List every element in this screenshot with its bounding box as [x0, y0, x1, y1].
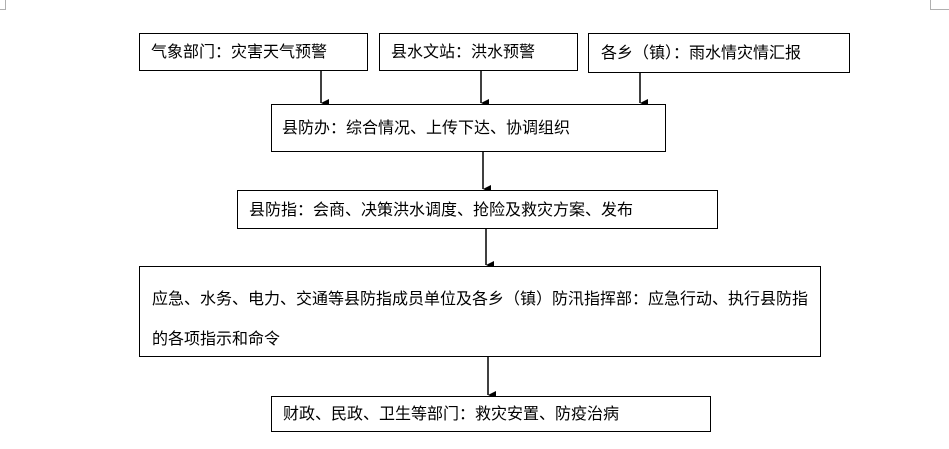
- node-townships-label: 各乡（镇）：雨水情灾情汇报: [601, 43, 802, 62]
- node-member-units-label: 应急、水务、电力、交通等县防指成员单位及各乡（镇）防汛指挥部：应急行动、执行县防…: [152, 289, 809, 348]
- node-hydrology-station-label: 县水文站：洪水预警: [391, 42, 536, 61]
- page-corner-mark-right-h: [930, 9, 949, 10]
- node-weather-dept: 气象部门：灾害天气预警: [139, 33, 368, 71]
- node-member-units: 应急、水务、电力、交通等县防指成员单位及各乡（镇）防汛指挥部：应急行动、执行县防…: [139, 266, 821, 357]
- node-relief-departments-label: 财政、民政、卫生等部门：救灾安置、防疫治病: [283, 404, 620, 423]
- node-relief-departments: 财政、民政、卫生等部门：救灾安置、防疫治病: [271, 396, 711, 432]
- page-corner-mark-left-h: [0, 9, 6, 10]
- node-county-flood-command-label: 县防指：会商、决策洪水调度、抢险及救灾方案、发布: [249, 199, 634, 219]
- node-hydrology-station: 县水文站：洪水预警: [379, 33, 578, 71]
- node-weather-dept-label: 气象部门：灾害天气预警: [151, 42, 328, 61]
- node-county-flood-office: 县防办：综合情况、上传下达、协调组织: [271, 104, 666, 152]
- page-corner-mark-right: [930, 0, 931, 10]
- node-townships: 各乡（镇）：雨水情灾情汇报: [588, 33, 850, 73]
- node-county-flood-command: 县防指：会商、决策洪水调度、抢险及救灾方案、发布: [237, 190, 718, 229]
- node-county-flood-office-label: 县防办：综合情况、上传下达、协调组织: [282, 118, 571, 137]
- page-corner-mark-left: [5, 0, 6, 10]
